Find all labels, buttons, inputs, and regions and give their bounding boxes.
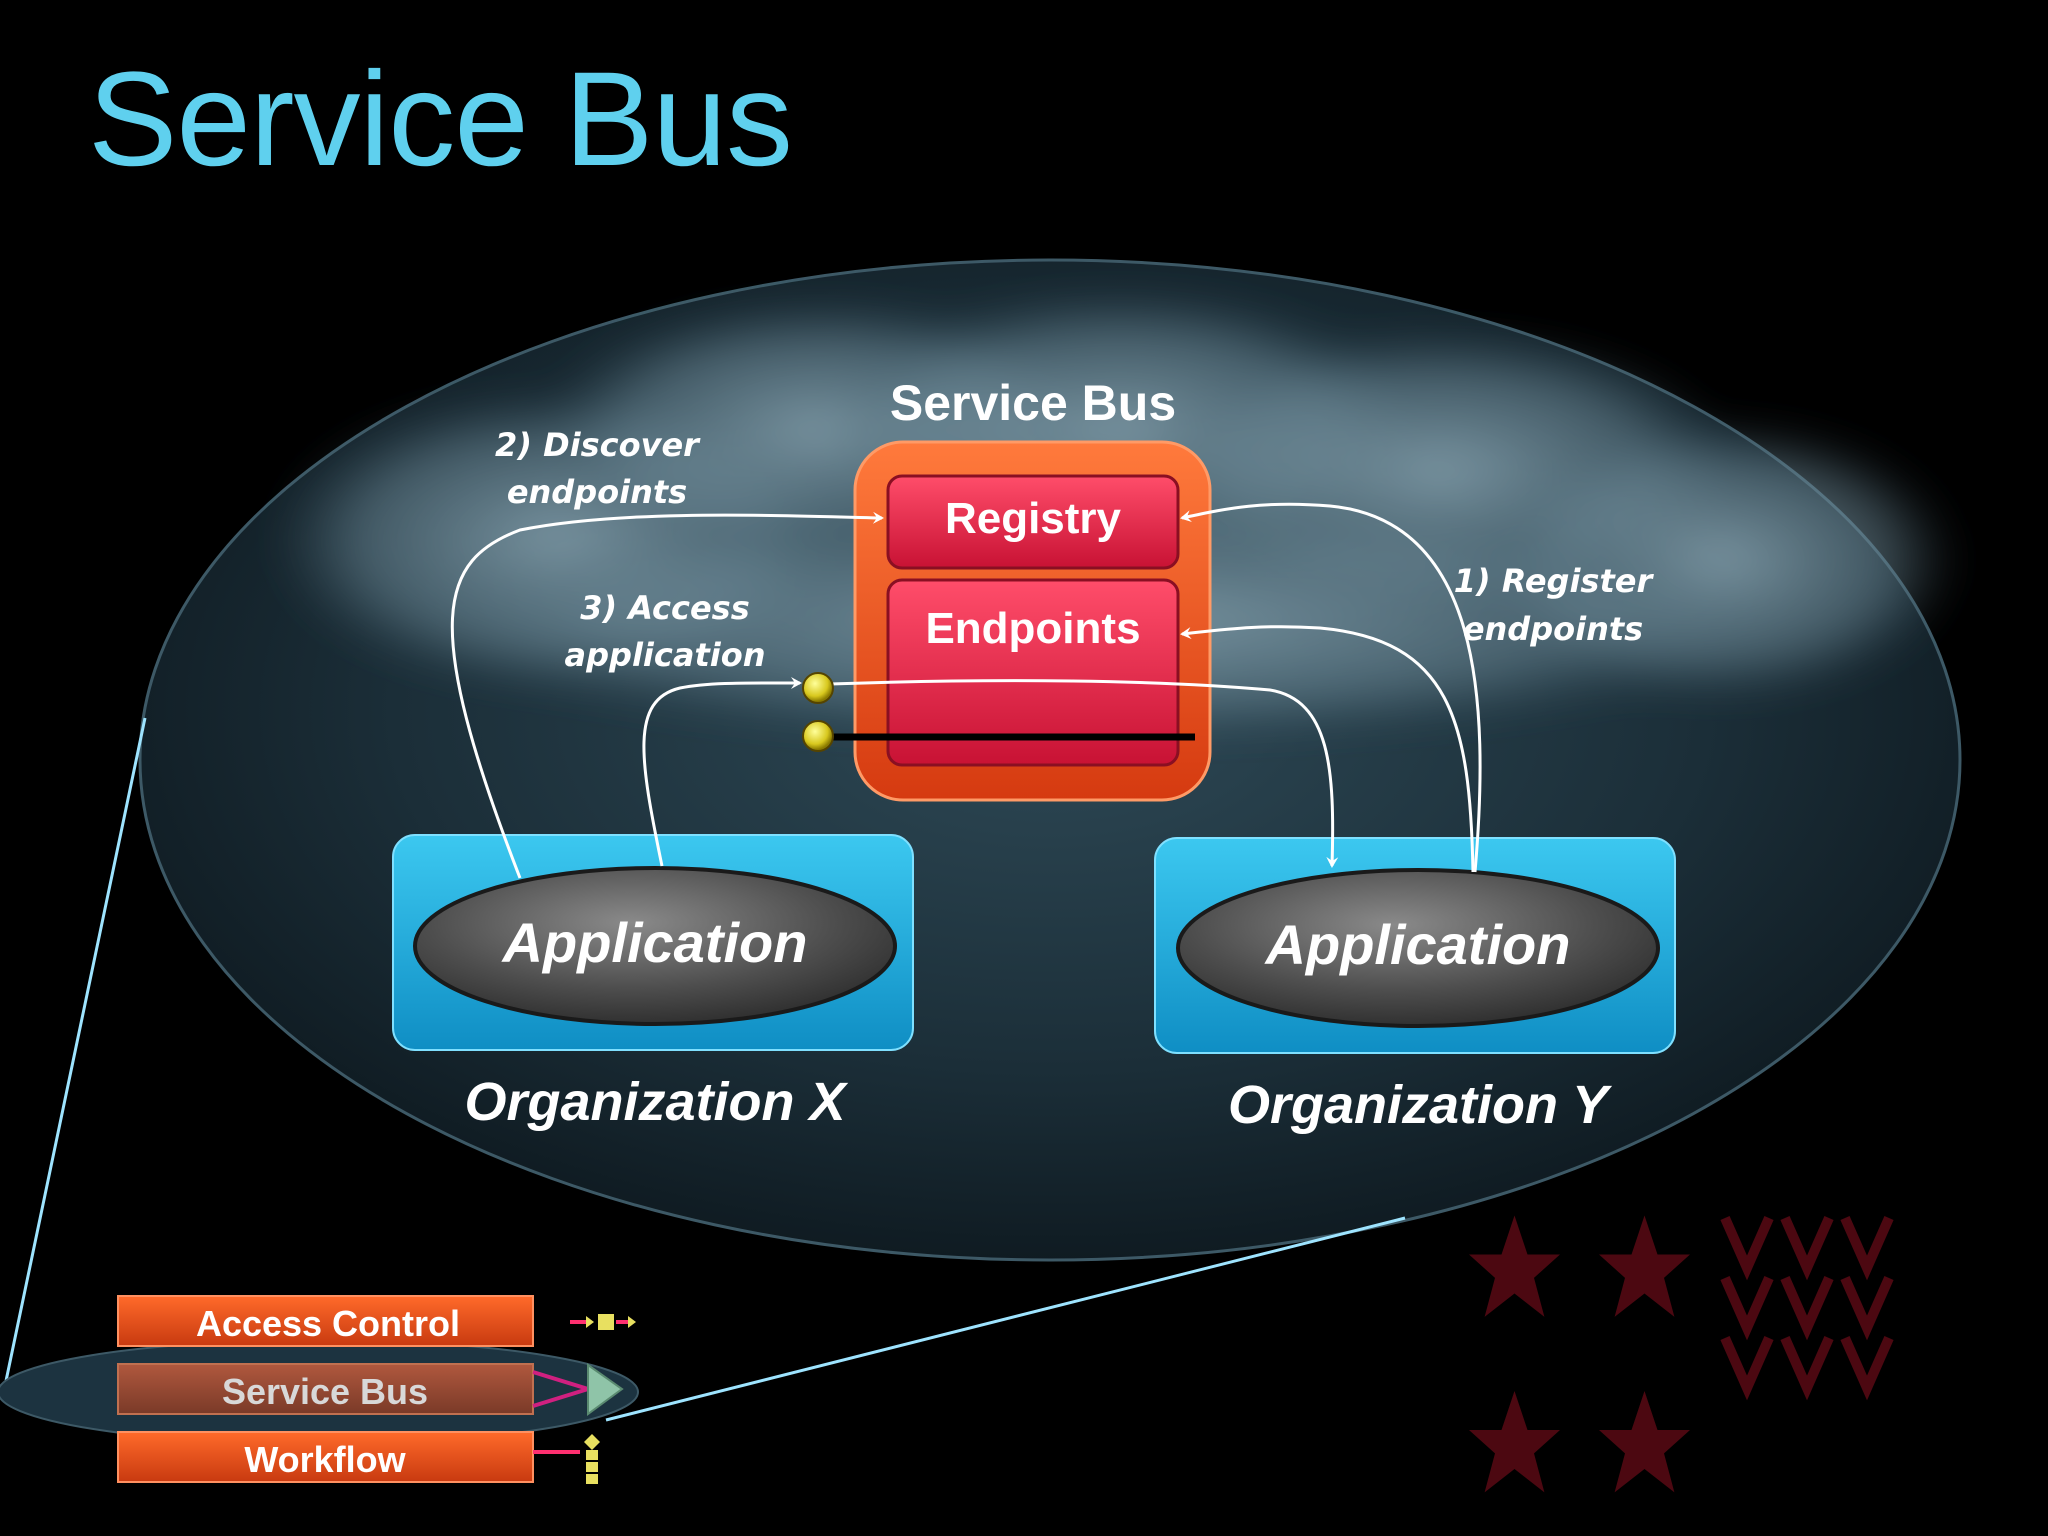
app-y-label: Application [1264, 913, 1571, 976]
step-access-line1: 3) Access [580, 589, 750, 627]
zoom-lines [0, 717, 1406, 1422]
legend-service-bus-label: Service Bus [222, 1371, 428, 1412]
step-access-line2: application [565, 636, 766, 674]
legend-access-control-box [117, 1295, 534, 1347]
org-x-box [392, 834, 914, 1051]
legend-service-bus-box [117, 1363, 534, 1415]
service-bus-block [853, 440, 1212, 802]
legend: Access Control Service Bus Workflow [0, 1295, 639, 1484]
service-bus-icon [532, 1363, 624, 1416]
endpoint-dot-2 [802, 720, 834, 752]
org-y-label: Organization Y [1228, 1075, 1613, 1135]
registry-label: Registry [945, 494, 1122, 543]
org-y-box [1154, 837, 1676, 1054]
flow-arrows [450, 502, 1482, 879]
registry-box [886, 474, 1180, 570]
cloud-shape [270, 290, 1960, 740]
arrow-discover [450, 511, 884, 879]
app-x-ellipse [413, 866, 897, 1026]
app-x-label: Application [501, 911, 808, 974]
arrow-register-registry [1180, 502, 1482, 873]
slide-title: Service Bus [88, 45, 793, 194]
step-register-line2: endpoints [1463, 610, 1643, 648]
service-bus-label: Service Bus [890, 375, 1176, 431]
app-y-ellipse [1176, 868, 1660, 1028]
step-discover-line1: 2) Discover [495, 426, 701, 464]
endpoint-dot-1 [802, 672, 834, 704]
background-decoration [1469, 1215, 1894, 1493]
workflow-icon [533, 1434, 600, 1484]
step-discover-line2: endpoints [507, 473, 687, 511]
arrow-to-org-y [829, 679, 1339, 868]
org-x-label: Organization X [464, 1072, 848, 1132]
endpoints-label: Endpoints [925, 604, 1140, 653]
endpoints-box [886, 578, 1180, 767]
legend-workflow-label: Workflow [244, 1439, 406, 1480]
step-register-line1: 1) Register [1454, 562, 1655, 600]
arrow-access [642, 676, 802, 867]
access-control-icon [570, 1314, 636, 1330]
legend-access-control-label: Access Control [196, 1303, 460, 1344]
arrow-register-endpoints [1180, 625, 1475, 873]
legend-workflow-box [117, 1431, 534, 1483]
